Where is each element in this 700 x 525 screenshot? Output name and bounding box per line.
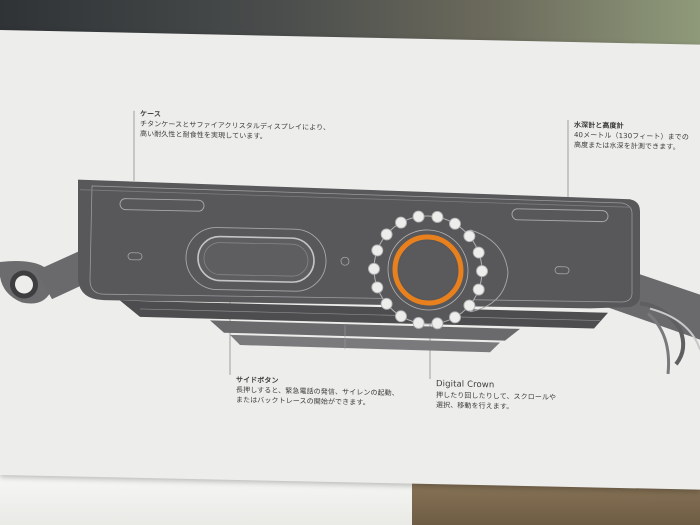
crown-notch <box>449 311 461 324</box>
crown-notch <box>463 230 476 243</box>
crown-notch <box>449 217 461 230</box>
watch-side-diagram <box>0 110 700 380</box>
side-button-callout: サイドボタン 長押しすると、緊急電話の発信、サイレンの起動、 またはバックトレー… <box>236 375 399 408</box>
side-button <box>185 227 327 292</box>
crown-notch <box>395 310 407 323</box>
crown-notch <box>380 228 393 241</box>
crown-orange-ring <box>392 234 464 306</box>
crown-notch <box>368 262 380 275</box>
crown-notch <box>463 299 476 312</box>
crown-notch <box>380 297 393 310</box>
crown-notch <box>412 210 425 223</box>
crown-guard <box>469 229 509 313</box>
crown-notch <box>395 216 407 229</box>
crown-notch <box>472 283 485 296</box>
crown-callout: Digital Crown 押したり回したりして、スクロールや 選択、移動を行え… <box>436 379 556 413</box>
digital-crown <box>368 210 488 330</box>
crown-notch <box>412 317 425 329</box>
crown-notch <box>476 265 488 278</box>
crown-notch <box>371 281 384 294</box>
crown-notch <box>431 317 444 330</box>
depth-callout: 水深計と高度計 40メートル（130フィート）までの 高度または水深を計測できま… <box>574 120 689 152</box>
crown-notch <box>371 244 384 257</box>
diagram-card: ケース チタンケースとサファイアクリスタルディスプレイにより、 高い耐久性と耐食… <box>0 30 700 490</box>
crown-notch <box>431 211 444 223</box>
speaker-dots <box>127 252 570 275</box>
crown-notch <box>472 246 485 259</box>
case-callout: ケース チタンケースとサファイアクリスタルディスプレイにより、 高い耐久性と耐食… <box>140 109 330 143</box>
